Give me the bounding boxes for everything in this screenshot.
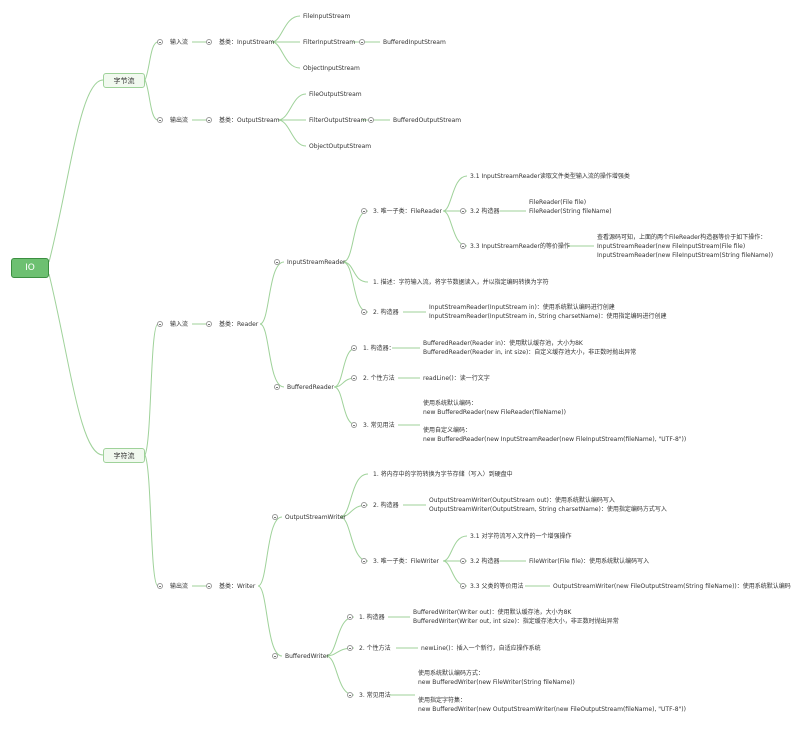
collapse-icon[interactable] [157,583,163,589]
byte-stream-node[interactable]: 字节流 [103,73,145,88]
file-output-stream[interactable]: FileOutputStream [309,91,362,98]
osw-description[interactable]: 1. 将内存中的字符转换为字节存储（写入）到硬盘中 [373,471,513,478]
br-usage-node[interactable]: 3. 常见用法 [363,422,395,429]
buffered-writer-node[interactable]: BufferedWriter [285,653,329,660]
writer-base[interactable]: 基类：Writer [219,583,256,590]
isr-equivalent-node[interactable]: 3.3 InputStreamReader的等价操作 [470,243,570,250]
isr-ctor-text: InputStreamReader(InputStream in)：使用系统默认… [429,304,667,320]
osw-equivalent-node[interactable]: 3.3 父类的等价用法 [470,583,524,590]
file-writer-ctor-node[interactable]: 3.2 构造器 [470,558,500,565]
file-writer-node[interactable]: 3. 唯一子类：FileWriter [373,558,439,565]
br-method-node[interactable]: 2. 个性方法 [363,375,395,382]
file-reader-ctor-node[interactable]: 3.2 构造器 [470,208,500,215]
collapse-icon[interactable] [351,375,357,381]
bw-method-node[interactable]: 2. 个性方法 [359,645,391,652]
collapse-icon[interactable] [206,321,212,327]
osw-equivalent-text: OutputStreamWriter(new FileOutputStream(… [553,583,791,590]
buffered-input-stream[interactable]: BufferedInputStream [383,39,446,46]
isr-ctor-node[interactable]: 2. 构造器 [373,309,399,316]
file-reader-ctor-text: FileReader(File file) FileReader(String … [529,199,612,215]
file-input-stream[interactable]: FileInputStream [303,13,351,20]
collapse-icon[interactable] [361,208,367,214]
collapse-icon[interactable] [351,422,357,428]
bw-usage-node[interactable]: 3. 常见用法 [359,692,391,699]
reader-base[interactable]: 基类：Reader [219,321,259,328]
collapse-icon[interactable] [274,384,280,390]
collapse-icon[interactable] [157,117,163,123]
collapse-icon[interactable] [157,321,163,327]
collapse-icon[interactable] [368,117,374,123]
br-ctor-text: BufferedReader(Reader in)：使用默认缓存池，大小为8K … [423,340,637,356]
collapse-icon[interactable] [361,502,367,508]
byte-output-node[interactable]: 输出流 [170,117,189,124]
collapse-icon[interactable] [274,259,280,265]
bw-method-text: newLine()：插入一个新行，自适应操作系统 [421,645,541,652]
collapse-icon[interactable] [347,645,353,651]
br-usage-text: 使用系统默认编码： new BufferedReader(new FileRea… [423,400,687,443]
char-stream-node[interactable]: 字符流 [103,448,145,463]
char-output-node[interactable]: 输出流 [170,583,189,590]
collapse-icon[interactable] [361,309,367,315]
filter-input-stream[interactable]: FilterInputStream [303,39,356,46]
collapse-icon[interactable] [359,39,365,45]
bw-ctor-node[interactable]: 1. 构造器 [359,614,385,621]
collapse-icon[interactable] [460,208,466,214]
isr-equivalent-text: 查看源码可知，上面的两个FileReader构造器等价于如下操作： InputS… [597,234,774,259]
collapse-icon[interactable] [347,692,353,698]
collapse-icon[interactable] [157,39,163,45]
isr-description[interactable]: 1. 描述：字符输入流，将字节数据读入，并以指定编码转换为字符 [373,279,549,286]
collapse-icon[interactable] [272,514,278,520]
byte-output-base[interactable]: 基类：OutputStream [219,117,280,124]
collapse-icon[interactable] [347,614,353,620]
input-stream-reader-node[interactable]: InputStreamReader [287,259,346,266]
osw-ctor-text: OutputStreamWriter(OutputStream out)：使用系… [429,497,667,513]
object-output-stream[interactable]: ObjectOutputStream [309,143,372,150]
collapse-icon[interactable] [460,583,466,589]
collapse-icon[interactable] [272,653,278,659]
byte-input-node[interactable]: 输入流 [170,39,189,46]
buffered-output-stream[interactable]: BufferedOutputStream [393,117,462,124]
collapse-icon[interactable] [206,117,212,123]
output-stream-writer-node[interactable]: OutputStreamWriter [285,514,346,521]
file-writer-ctor-text: FileWriter(File file)：使用系统默认编码写入 [529,558,650,565]
object-input-stream[interactable]: ObjectInputStream [303,65,360,72]
collapse-icon[interactable] [460,558,466,564]
osw-ctor-node[interactable]: 2. 构造器 [373,502,399,509]
buffered-reader-node[interactable]: BufferedReader [287,384,334,391]
char-input-node[interactable]: 输入流 [170,321,189,328]
collapse-icon[interactable] [361,558,367,564]
collapse-icon[interactable] [351,345,357,351]
root-node[interactable]: IO [11,258,49,278]
file-writer-note-1[interactable]: 3.1 对字符流写入文件的一个增强操作 [470,533,572,540]
filter-output-stream[interactable]: FilterOutputStream [309,117,367,124]
collapse-icon[interactable] [206,583,212,589]
br-method-text: readLine()：读一行文字 [423,375,490,382]
collapse-icon[interactable] [206,39,212,45]
bw-ctor-text: BufferedWriter(Writer out)：使用默认缓存池，大小为8K… [413,609,619,625]
bw-usage-text: 使用系统默认编码方式： new BufferedWriter(new FileW… [418,670,686,713]
collapse-icon[interactable] [460,243,466,249]
file-reader-note-1[interactable]: 3.1 InputStreamReader读取文件类型输入流的操作增强类 [470,173,630,180]
br-ctor-node[interactable]: 1. 构造器： [363,345,395,352]
byte-input-base[interactable]: 基类：InputStream [219,39,275,46]
file-reader-node[interactable]: 3. 唯一子类：FileReader [373,208,442,215]
